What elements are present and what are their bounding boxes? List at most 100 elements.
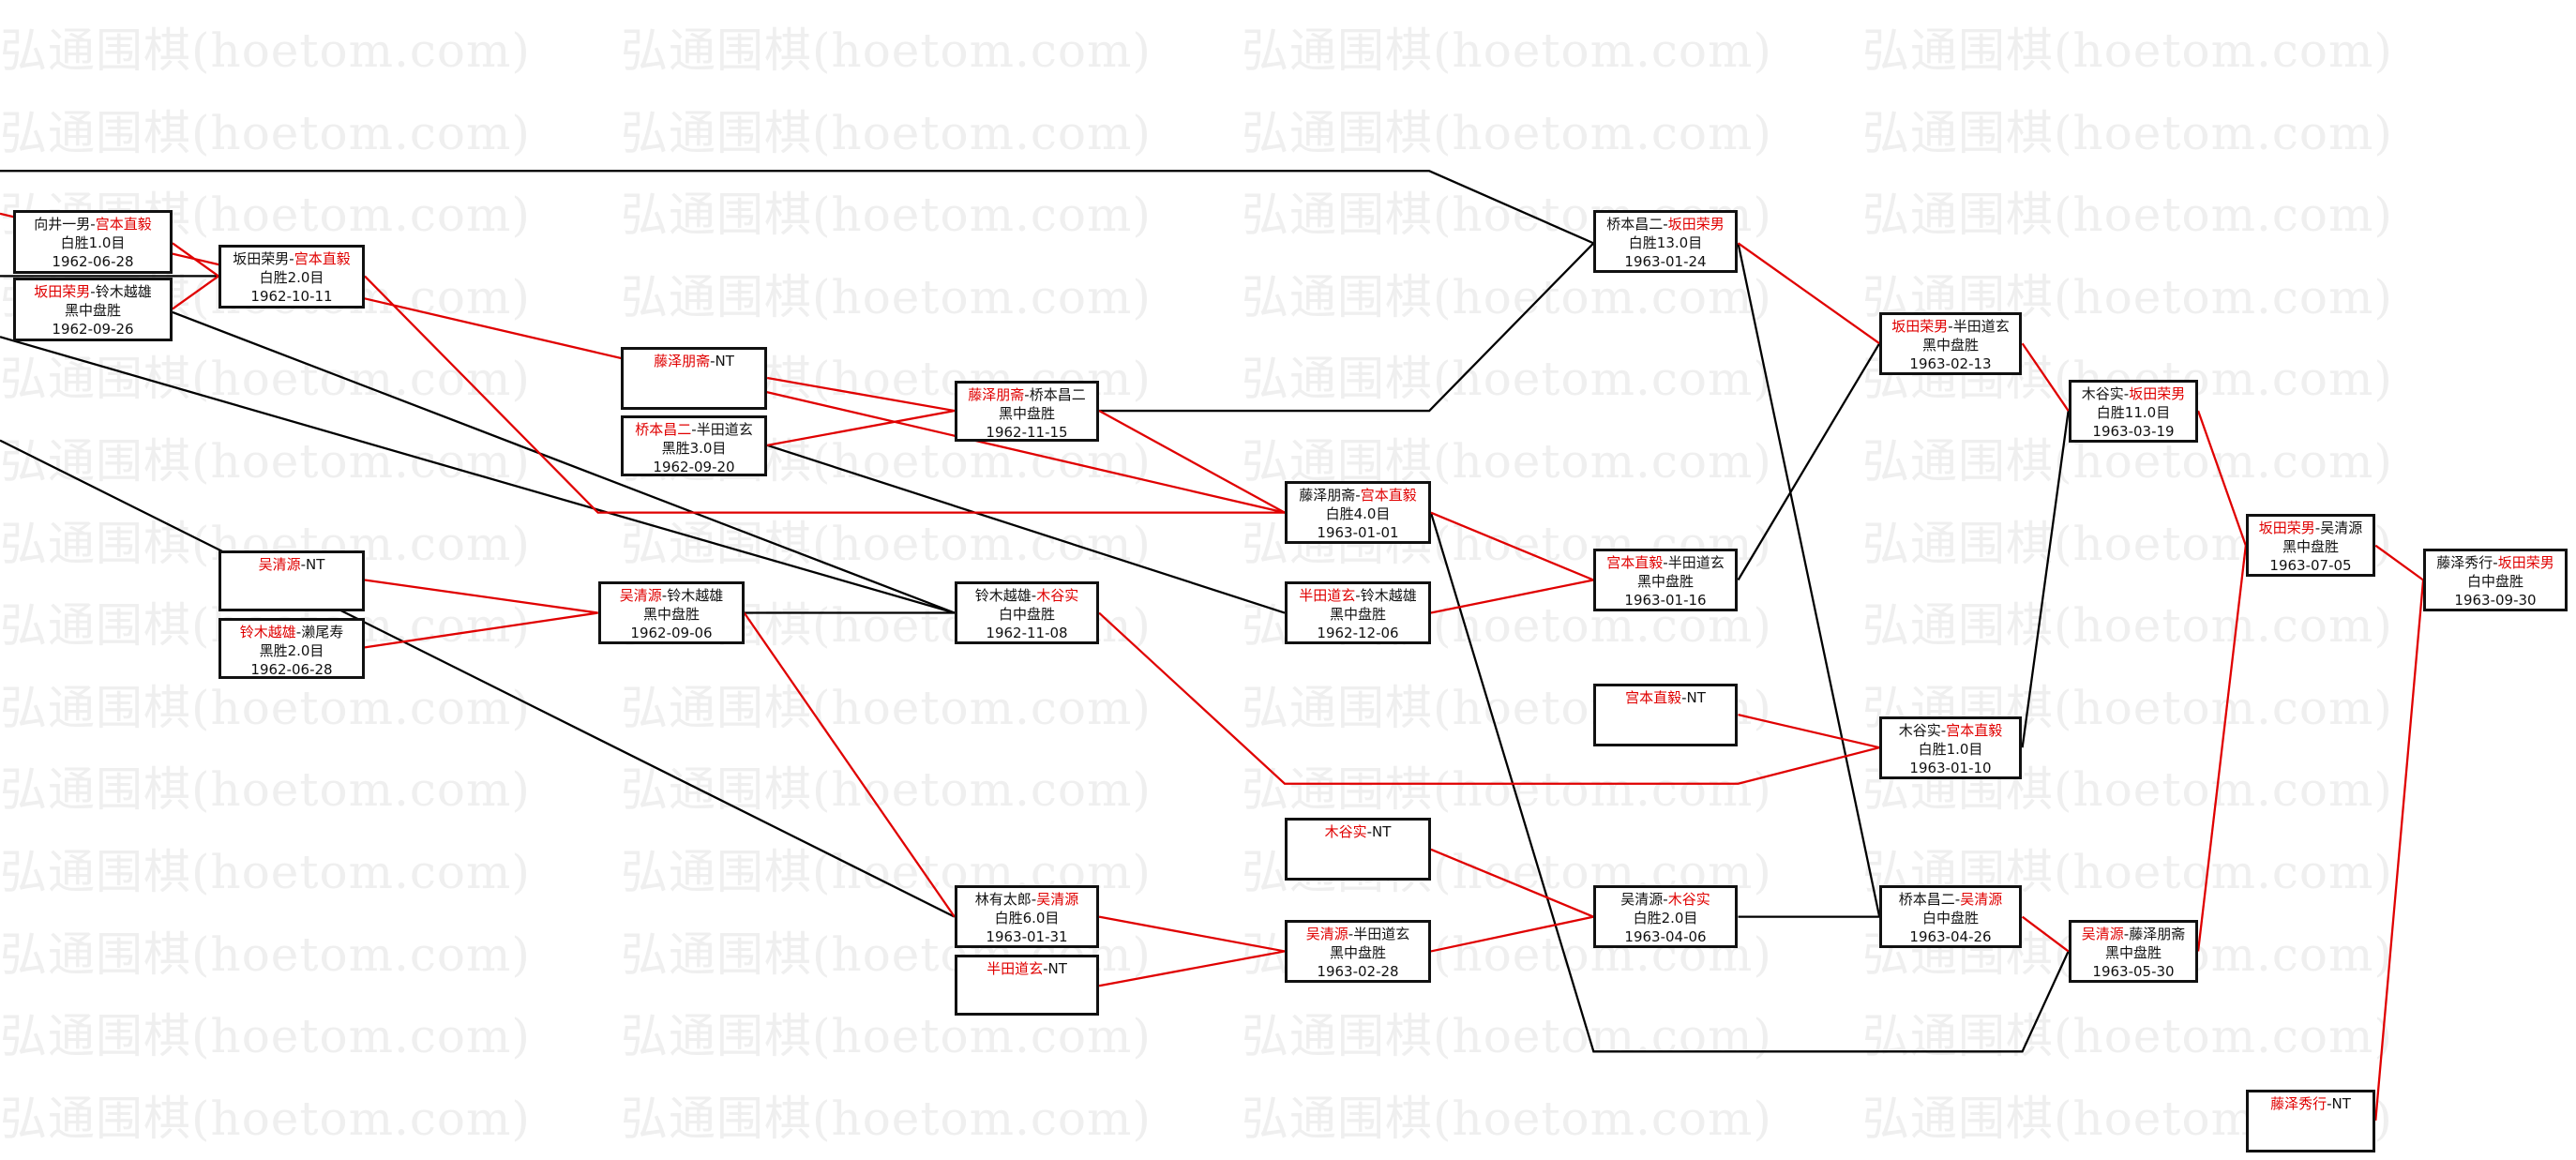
winner-connector — [743, 611, 956, 918]
winner-connector — [2374, 580, 2425, 1121]
player-black: 坂田荣男 — [233, 250, 290, 267]
player-white: 吴清源 — [1036, 891, 1079, 908]
players: 桥本昌二-吴清源 — [1882, 890, 2019, 909]
game-result: 白胜6.0目 — [994, 910, 1060, 926]
watermark-text: 弘通围棋(hoetom.com) — [1242, 765, 1772, 814]
separator: - — [1940, 722, 1947, 739]
separator: - — [1348, 926, 1354, 942]
game-box[interactable]: 藤泽秀行-NT — [2246, 1090, 2375, 1152]
game-result: 黑胜3.0目 — [661, 440, 727, 457]
player-white: 半田道玄 — [1952, 318, 2010, 335]
winner-connector — [364, 275, 1285, 514]
winner-connector — [1737, 242, 1880, 345]
watermark-text: 弘通围棋(hoetom.com) — [0, 1012, 531, 1061]
separator: - — [1031, 891, 1037, 908]
winner-connector — [1430, 915, 1594, 953]
winner-connector — [766, 376, 956, 413]
players: 坂田荣男-宫本直毅 — [221, 249, 362, 268]
player-white: 桥本昌二 — [1029, 386, 1086, 403]
player-black: 藤泽秀行 — [2270, 1095, 2327, 1112]
game-result: 白胜13.0目 — [1628, 234, 1703, 251]
separator: - — [710, 353, 716, 369]
player-black: 宫本直毅 — [1625, 689, 1682, 706]
watermark-text: 弘通围棋(hoetom.com) — [1862, 109, 2393, 158]
player-black: 木谷实 — [1898, 722, 1941, 739]
separator: - — [90, 283, 96, 300]
game-date: 1962-09-20 — [653, 459, 735, 475]
game-result: 黑中盘胜 — [1921, 337, 1979, 354]
separator: - — [2314, 520, 2321, 536]
player-white: NT — [306, 556, 325, 573]
loser-connector — [0, 336, 956, 614]
game-box[interactable]: 半田道玄-NT — [955, 955, 1099, 1016]
players: 藤泽朋斋-宫本直毅 — [1288, 486, 1428, 505]
separator: - — [1043, 960, 1048, 977]
game-date: 1963-03-19 — [2092, 423, 2175, 440]
watermark-text: 弘通围棋(hoetom.com) — [0, 848, 531, 896]
separator: - — [1663, 554, 1668, 571]
separator: - — [1031, 587, 1037, 604]
players: 吴清源-NT — [221, 555, 362, 574]
player-white: NT — [1372, 823, 1392, 840]
loser-connector — [1429, 512, 2070, 1053]
game-date: 1963-09-30 — [2454, 592, 2537, 609]
game-date: 1962-10-11 — [250, 288, 333, 305]
game-box[interactable]: 藤泽朋斋-NT — [621, 347, 767, 410]
winner-connector — [2374, 544, 2424, 581]
watermark-text: 弘通围棋(hoetom.com) — [1862, 26, 2393, 75]
player-white: 铃木越雄 — [1360, 587, 1417, 604]
player-white: 宫本直毅 — [1946, 722, 2003, 739]
game-box[interactable]: 宫本直毅-NT — [1593, 684, 1738, 746]
player-white: 半田道玄 — [1667, 554, 1725, 571]
players: 吴清源-铃木越雄 — [601, 586, 742, 605]
winner-connector — [1098, 915, 1286, 953]
watermark-text: 弘通围棋(hoetom.com) — [0, 109, 531, 158]
player-black: 藤泽朋斋 — [968, 386, 1025, 403]
game-date: 1962-06-28 — [52, 253, 134, 270]
player-white: 藤泽朋斋 — [2129, 926, 2186, 942]
watermark-text: 弘通围棋(hoetom.com) — [621, 190, 1152, 239]
player-white: 宫本直毅 — [95, 216, 152, 233]
game-box[interactable]: 吴清源-NT — [218, 550, 365, 611]
game-date: 1963-02-13 — [1909, 355, 1992, 372]
watermark-text: 弘通围棋(hoetom.com) — [0, 684, 531, 732]
player-black: 木谷实 — [1324, 823, 1367, 840]
player-white: 宫本直毅 — [294, 250, 351, 267]
players: 半田道玄-NT — [957, 959, 1096, 978]
watermark-row: 弘通围棋(hoetom.com)弘通围棋(hoetom.com)弘通围棋(hoe… — [0, 26, 2483, 83]
game-box[interactable]: 木谷实-NT — [1285, 818, 1431, 881]
game-result: 黑中盘胜 — [642, 606, 700, 623]
separator: - — [1954, 891, 1961, 908]
watermark-text: 弘通围棋(hoetom.com) — [0, 930, 531, 979]
player-black: 半田道玄 — [987, 960, 1044, 977]
game-date: 1963-01-31 — [986, 928, 1068, 945]
game-result: 白胜4.0目 — [1325, 505, 1391, 522]
player-white: 半田道玄 — [696, 421, 753, 438]
players: 半田道玄-铃木越雄 — [1288, 586, 1428, 605]
watermark-text: 弘通围棋(hoetom.com) — [621, 1094, 1152, 1143]
separator: - — [691, 421, 697, 438]
loser-connector — [1737, 243, 1881, 917]
